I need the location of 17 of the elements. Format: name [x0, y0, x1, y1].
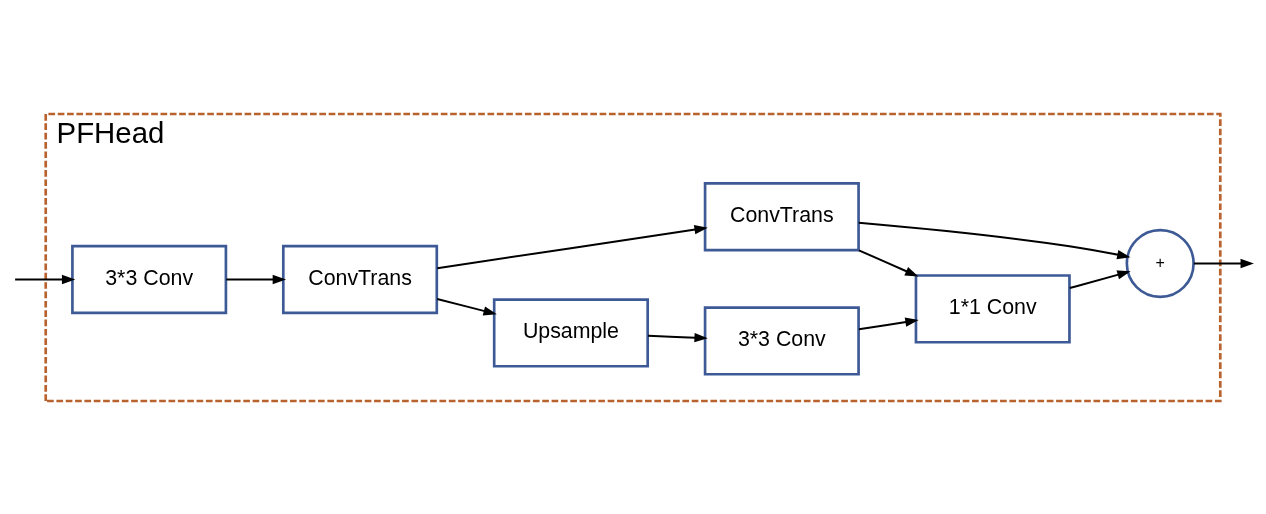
arrow	[14, 274, 76, 284]
arrow	[647, 332, 708, 342]
arrow	[857, 316, 919, 330]
node-box: 3*3 Conv	[71, 244, 228, 314]
arrow	[436, 224, 708, 269]
arrow	[436, 297, 497, 315]
node-box: Upsample	[492, 297, 649, 368]
node-box: 1*1 Conv	[914, 273, 1071, 344]
arrow	[225, 274, 287, 284]
arrow	[857, 221, 1131, 259]
node-box: 3*3 Conv	[703, 305, 860, 376]
node-circle: +	[1125, 228, 1195, 298]
node-box: ConvTrans	[703, 181, 860, 251]
arrow	[1068, 269, 1131, 289]
arrow	[857, 248, 919, 277]
arrow	[1192, 258, 1254, 268]
node-box: ConvTrans	[281, 244, 439, 314]
